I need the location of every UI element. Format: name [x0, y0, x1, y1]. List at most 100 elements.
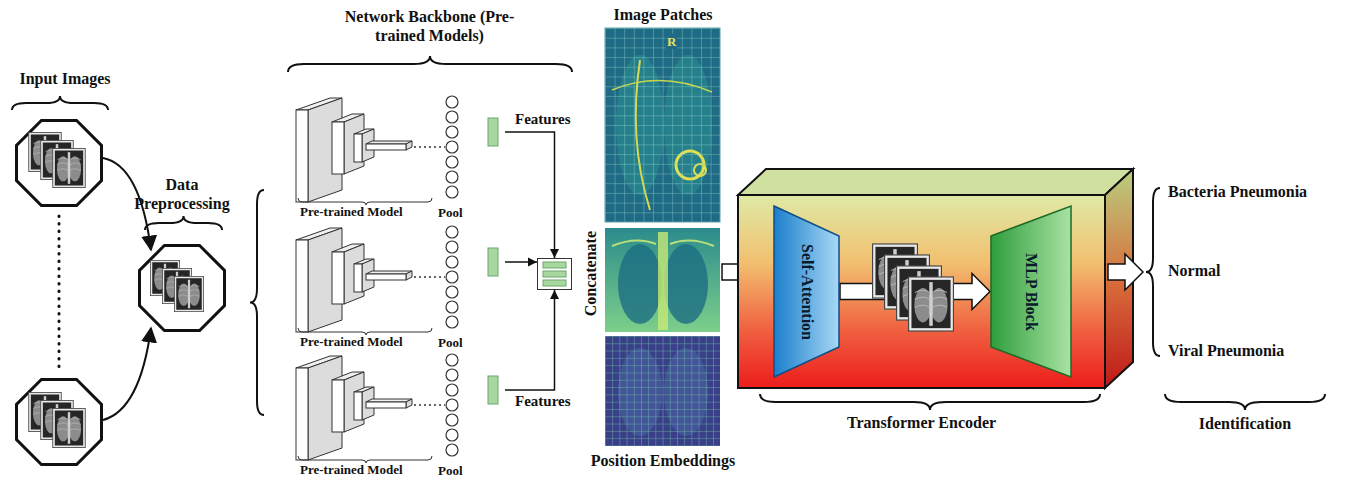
feature-arrow — [505, 132, 559, 258]
encoder-box — [738, 195, 1105, 388]
block-label: Self-Attention — [797, 244, 816, 340]
edge-label: Features — [513, 393, 573, 411]
feature-arrow — [505, 258, 537, 267]
cnn-drawing — [366, 144, 406, 150]
trapezoid-shape — [774, 206, 839, 377]
cnn-drawing — [446, 111, 458, 123]
cnn-drawing — [414, 146, 445, 148]
arrow-head — [550, 290, 559, 299]
class-label: Viral Pneumonia — [1168, 342, 1284, 361]
concat-label: Concatenate — [582, 231, 601, 316]
input-arrow — [103, 328, 151, 420]
preprocessing-octagon — [140, 246, 225, 331]
marker-letter: R — [666, 34, 677, 49]
cnn-drawing — [446, 226, 458, 238]
block-label: MLP Block — [1022, 253, 1041, 331]
edge-label: Features — [513, 111, 573, 129]
cnn-drawing — [446, 186, 458, 198]
class-label: Bacteria Pneumonia — [1168, 183, 1307, 202]
preprocessing-octagon — [140, 246, 225, 331]
cnn-drawing — [488, 118, 498, 146]
chest-image — [612, 240, 714, 246]
cnn-drawing — [292, 350, 505, 478]
cnn-drawing — [354, 134, 362, 162]
encoder-box — [738, 169, 1133, 195]
cnn-drawing — [488, 248, 498, 276]
concat-symbol — [543, 280, 566, 286]
feature-arrow — [505, 290, 559, 390]
encoder-box — [738, 169, 1133, 388]
cnn-drawing — [446, 241, 458, 253]
chest-image — [605, 228, 720, 332]
cnn-drawing — [414, 276, 445, 278]
cnn-drawing — [344, 114, 364, 174]
cnn-drawing — [446, 369, 458, 381]
cnn-drawing — [344, 372, 364, 432]
concat-symbol — [538, 259, 572, 290]
cnn-drawing — [446, 399, 458, 411]
arrow-head — [528, 258, 537, 267]
cnn-drawing — [488, 376, 498, 404]
model-label: Pre-trained Model — [300, 462, 403, 477]
cnn-drawing — [446, 429, 458, 441]
position-embeddings — [605, 336, 720, 446]
input-octagon — [17, 121, 102, 206]
trapezoid-shape — [991, 206, 1071, 377]
input-octagon — [53, 148, 86, 187]
cnn-drawing — [414, 404, 445, 406]
cnn-drawing — [406, 141, 412, 150]
input-octagon — [53, 408, 86, 447]
brace — [12, 96, 108, 110]
section-title: Input Images — [6, 70, 124, 89]
input-octagon — [17, 380, 102, 465]
cnn-drawing — [446, 271, 458, 283]
brace — [1165, 394, 1325, 410]
image-patches — [605, 28, 720, 222]
chest-image — [664, 244, 708, 324]
concat-symbol — [543, 262, 566, 268]
image-patches — [605, 28, 720, 222]
section-title: Network Backbone (Pre-trained Models) — [337, 8, 522, 46]
input-octagon — [17, 380, 102, 465]
cnn-drawing — [446, 384, 458, 396]
cnn-drawing — [446, 414, 458, 426]
model-label: Pre-trained Model — [300, 204, 403, 219]
section-title: Image Patches — [590, 6, 736, 25]
concat-box: Concatenate — [537, 258, 572, 290]
input-octagon — [17, 121, 102, 206]
brace — [288, 56, 572, 72]
cnn-drawing — [296, 240, 308, 332]
attention-block: Self-Attention — [773, 205, 840, 378]
image-patches — [605, 28, 720, 222]
feature-arrow — [505, 132, 555, 258]
class-label: Normal — [1168, 262, 1220, 281]
brace — [760, 394, 1100, 410]
chest-image — [658, 232, 668, 330]
section-title: Transformer Encoder — [738, 414, 1105, 433]
pool-label: Pool — [438, 335, 463, 350]
cnn-drawing — [446, 444, 458, 456]
section-title: Data Preprocessing — [126, 176, 238, 214]
concat-symbol — [543, 271, 566, 277]
position-embeddings — [605, 336, 720, 446]
transformer-encoder: Transformer EncoderSelf-AttentionMLP Blo… — [738, 195, 1105, 388]
cnn-drawing — [446, 156, 458, 168]
section-title: Position Embeddings — [563, 452, 763, 471]
cnn-drawing — [298, 328, 432, 335]
cnn-drawing — [354, 392, 362, 420]
cnn-drawing — [406, 399, 412, 408]
cnn-drawing — [366, 274, 406, 280]
cnn-drawing — [296, 368, 308, 460]
model-label: Pre-trained Model — [300, 334, 403, 349]
cnn-drawing — [446, 171, 458, 183]
chest-image — [618, 244, 662, 324]
cnn-drawing — [446, 301, 458, 313]
chest-image — [605, 228, 720, 332]
cnn-drawing — [292, 222, 505, 350]
image-stack — [909, 277, 954, 331]
cnn-drawing — [446, 126, 458, 138]
position-embeddings — [605, 336, 720, 446]
cnn-drawing — [292, 92, 505, 222]
